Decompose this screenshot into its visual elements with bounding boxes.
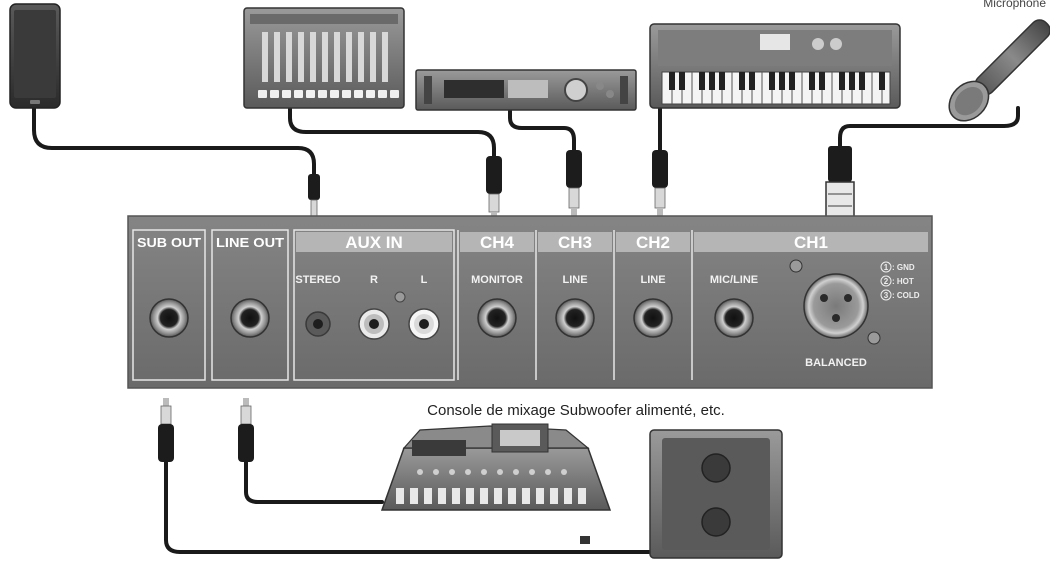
plug-sub-out: [158, 398, 174, 462]
cable-line-out-to-mixer: [244, 460, 384, 504]
ch1-label: CH1: [794, 233, 828, 252]
ch3-jack-label: LINE: [562, 274, 587, 286]
aux-screw-icon: [394, 291, 406, 303]
pin-2-number: 2: [884, 277, 889, 286]
ch3-label: CH3: [558, 233, 592, 252]
subwoofer: [649, 429, 783, 559]
mixer-panel: SUB OUT LINE OUT AUX IN CH4 CH3 CH2 CH1 …: [127, 215, 933, 389]
cables: [32, 106, 1020, 554]
ch4-label: CH4: [480, 233, 515, 252]
smartphone: [9, 3, 61, 109]
drum-machine: [243, 7, 405, 109]
ch2-label: CH2: [636, 233, 670, 252]
aux-stereo-label: STEREO: [295, 274, 341, 286]
microphone: [948, 19, 1050, 122]
aux-l-jack[interactable]: [408, 308, 440, 340]
xlr-screw-bottom-icon: [867, 331, 881, 345]
mixing-console: [380, 423, 612, 544]
ch1-mic-line-jack[interactable]: [714, 298, 754, 338]
pin-2-label: : HOT: [892, 277, 914, 286]
pin-legend: 1 : GND 2 : HOT 3 : COLD: [880, 261, 920, 301]
pin-3-label: : COLD: [892, 291, 920, 300]
sub-out-label: SUB OUT: [137, 235, 201, 250]
pin-1-label: : GND: [892, 263, 915, 272]
aux-stereo-jack[interactable]: [305, 311, 331, 337]
ch2-line-jack[interactable]: [633, 298, 673, 338]
plug-ch2: [652, 150, 668, 224]
plug-line-out: [238, 398, 254, 462]
plug-ch3: [566, 150, 582, 224]
synth-module: [415, 69, 637, 111]
ch1-xlr-jack[interactable]: [803, 273, 869, 339]
cable-drum-machine-to-ch4: [288, 106, 496, 162]
ch4-jack-label: MONITOR: [471, 274, 523, 286]
caption: Console de mixage Subwoofer alimenté, et…: [427, 402, 725, 419]
sub-out-jack[interactable]: [149, 298, 189, 338]
cable-phone-to-aux: [32, 106, 316, 180]
aux-r-label: R: [370, 274, 378, 286]
cable-mic-to-ch1: [838, 106, 1020, 152]
ch4-monitor-jack[interactable]: [477, 298, 517, 338]
pin-3-number: 3: [884, 291, 889, 300]
ch1-jack-label: MIC/LINE: [710, 274, 758, 286]
balanced-label: BALANCED: [805, 357, 867, 369]
aux-in-label: AUX IN: [345, 233, 403, 252]
line-out-jack[interactable]: [230, 298, 270, 338]
ch3-line-jack[interactable]: [555, 298, 595, 338]
keyboard-synth: [649, 23, 901, 109]
pin-1-number: 1: [884, 263, 889, 272]
aux-l-label: L: [421, 274, 428, 286]
line-out-label: LINE OUT: [216, 235, 284, 250]
cable-synth-module-to-ch3: [508, 108, 576, 156]
ch2-jack-label: LINE: [640, 274, 665, 286]
xlr-screw-top-icon: [789, 259, 803, 273]
aux-r-jack[interactable]: [358, 308, 390, 340]
microphone-label: Microphone: [983, 0, 1046, 10]
